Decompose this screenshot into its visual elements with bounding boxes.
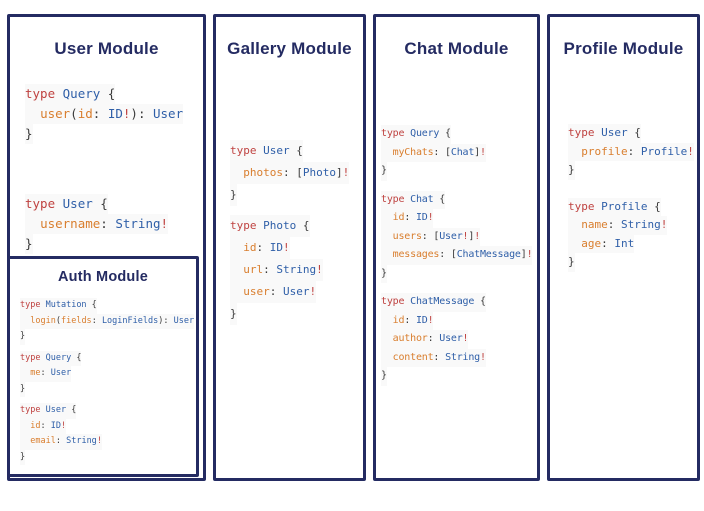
panel-gallery-module: Gallery Module type User { photos: [Phot… bbox=[213, 14, 366, 481]
panel-profile-module: Profile Module type User { profile: Prof… bbox=[547, 14, 700, 481]
profile-module-title: Profile Module bbox=[563, 39, 684, 58]
auth-module-title: Auth Module bbox=[58, 269, 148, 285]
auth-module-code-block: type Mutation { login(fields: LoginField… bbox=[20, 298, 195, 465]
user-module-code-block: type Query { user(id: ID!): User}type Us… bbox=[25, 84, 184, 254]
panel-chat-module: Chat Module type Query { myChats: [Chat]… bbox=[373, 14, 540, 481]
panel-auth-module: Auth Module type Mutation { login(fields… bbox=[7, 256, 199, 477]
gallery-module-title: Gallery Module bbox=[227, 39, 352, 58]
panel-user-module: User Module type Query { user(id: ID!): … bbox=[7, 14, 206, 481]
chat-module-title: Chat Module bbox=[404, 39, 509, 58]
user-module-title: User Module bbox=[54, 39, 159, 58]
gallery-module-code-block: type User { photos: [Photo]!}type Photo … bbox=[230, 140, 350, 325]
profile-module-code-block: type User { profile: Profile!}type Profi… bbox=[568, 124, 694, 272]
chat-module-code-block: type Query { myChats: [Chat]!}type Chat … bbox=[381, 125, 533, 386]
